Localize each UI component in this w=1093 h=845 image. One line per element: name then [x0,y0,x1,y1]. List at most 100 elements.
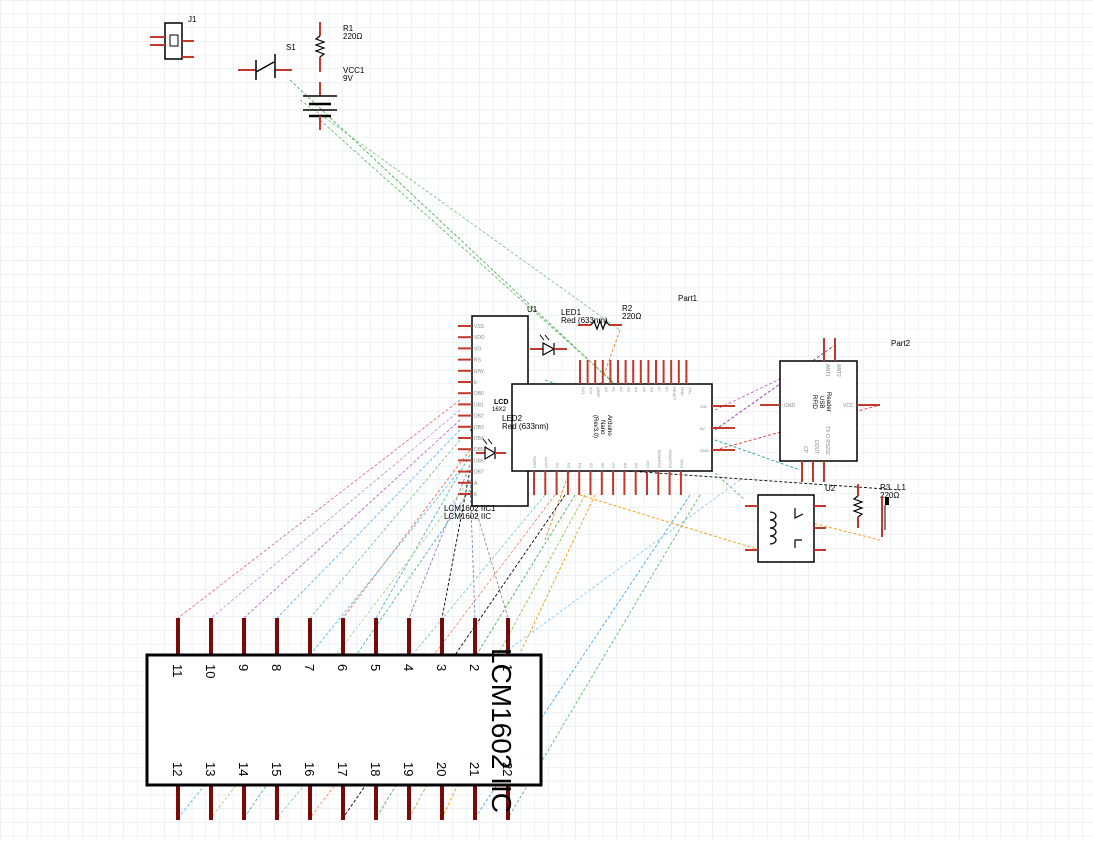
nano-pin-label: A5 [642,387,647,393]
lcd-pin-label: DB4 [474,436,484,442]
lcm-pin-number: 22 [500,762,515,776]
nano-title-1: Arduino [606,415,612,436]
lcd-pin-label: VDD [474,335,485,341]
s1-switch[interactable]: S1 [238,43,296,80]
j1-connector[interactable]: J1 [150,15,197,60]
rfid-pin-bottom: TX-O RS232 [824,426,830,455]
lcm-pin-number: 3 [434,664,449,671]
lcd-pin-label: DB2 [474,414,484,420]
ratsnest-wire [469,479,476,619]
relay-body [757,494,815,563]
ratsnest-wire [210,409,461,619]
diode-icon [542,341,556,357]
nano-pin-label: D12/MISO [668,449,673,468]
j1-jack-icon [169,34,179,47]
lcm-pin-number: 11 [170,664,185,678]
lcd-pin-label: K [474,492,478,498]
lcm-pin-number: 7 [302,664,317,671]
ratsnest-wire [243,419,461,619]
ratsnest-wire [309,439,461,619]
nano-pin-label: GND [679,459,684,468]
lcd-pin-label: A [474,481,478,487]
nano-pin-label: D10 [645,460,650,468]
lcd-pin-label: R/W [474,369,484,375]
lcd-subtitle: 16X2 [492,407,507,413]
lcd-pin-label: DB6 [474,458,484,464]
lcd-pin-label: DB7 [474,470,484,476]
nano-pin-label: A0 [604,387,609,393]
nano-pin-label: D6 [600,462,605,468]
rfid-pin-top: ANT1 [824,364,830,377]
rfid-pin-bottom: CP [802,446,808,454]
light-ray-icon [539,334,545,341]
vcc1-battery[interactable]: VCC1 9V [303,66,365,130]
lcm-pin-number: 12 [170,762,185,776]
nano-pin-label: A4 [634,387,639,393]
resistor-zigzag-icon [590,319,610,331]
ratsnest-wire [469,489,509,619]
lcm-pin-number: 20 [434,762,449,776]
nano-pin-label: D8 [622,462,627,468]
ratsnest-wire [714,344,836,431]
rfid-title-1: RFID [811,395,817,410]
lcd-pin-label: VO [474,346,481,352]
lcm-big-title: LCM1602 IIC [486,648,517,813]
ratsnest-wire [210,479,471,819]
rfid-pin-top: ANT2 [835,364,841,377]
rfid-reader[interactable]: GND VCC ANT1 ANT2 CP DOUT TX-O RS232 RFI… [760,338,911,482]
l1-body [885,497,889,505]
diode-icon [484,445,497,461]
j1-body [164,22,183,60]
rfid-pin-right: VCC [843,403,854,409]
rfid-title-3: Reader [825,392,831,412]
lcd-pin-label: RS [474,358,482,364]
nano-pin-label: D4 [577,462,582,468]
lcm-pin-number: 4 [401,664,416,671]
lcm-pin-number: 18 [368,762,383,776]
r1-ref: R1 [343,24,354,33]
nano-pin-label: GND [700,448,709,453]
lcm-pin-number: 17 [335,762,350,776]
lcd-pin-label: E [474,380,478,386]
s1-label: S1 [286,43,296,52]
lcm-pin-number: 19 [401,762,416,776]
ratsnest-wire [507,479,741,651]
lcd-pin-label: VSS [474,324,485,330]
lcm-pin-number: 2 [467,664,482,671]
ratsnest-wire [799,519,881,541]
led2[interactable]: LED2 Red (633nm) [476,414,549,461]
part2-label: Part2 [891,339,911,348]
r3-resistor[interactable]: R3 220Ω [852,483,899,528]
nano-pin-label: A1 [611,387,616,393]
nano-pin-label: D2 [555,462,560,468]
switch-contact-icon [794,508,804,519]
light-ray-icon [487,438,493,445]
l1-label: L1 [897,483,906,492]
r2-ref: R2 [622,304,633,313]
ratsnest-wire [299,99,621,331]
ratsnest-wire [276,429,461,619]
lcm-iic1-label: LCM1602 IIC1 [444,504,496,513]
vcc1-value: 9V [343,74,353,83]
r2-resistor[interactable]: R2 220Ω [578,304,641,331]
rfid-title: RFID USB Reader [811,392,831,412]
u2-relay[interactable]: U2 [745,484,836,563]
led1[interactable]: LED1 Red (633nm) [530,308,608,357]
j1-label: J1 [188,15,197,24]
lcm-pin-number: 1 [500,664,515,671]
lcm-body [145,653,543,787]
r1-resistor[interactable]: R1 220Ω [314,22,362,72]
ratsnest-wire [408,464,471,619]
led1-ref: LED1 [561,308,582,317]
r1-value: 220Ω [343,32,362,41]
big-lcm-pins [176,618,510,820]
ratsnest-wire [375,454,471,619]
nano-title-3: (Rev3.0) [592,415,598,438]
nano-pin-label: 5V [665,387,670,392]
u1-label: U1 [527,305,538,314]
l1-component[interactable]: L1 [881,483,906,537]
